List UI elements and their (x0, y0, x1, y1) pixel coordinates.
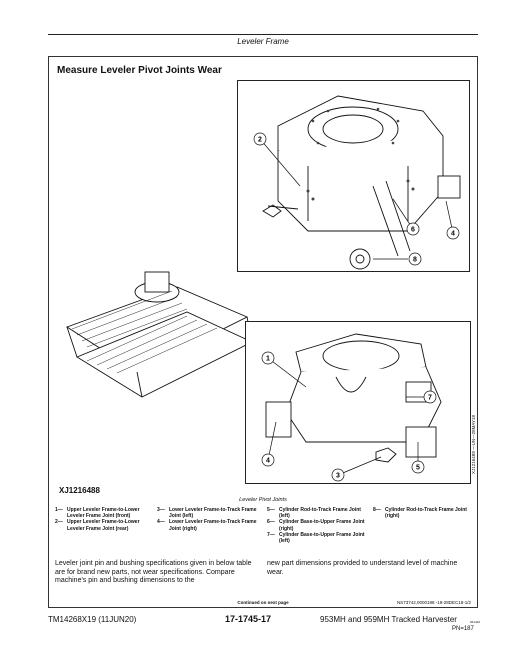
svg-text:1: 1 (266, 356, 270, 363)
legend-column-3: 5—Cylinder Rod-to-Track Frame Joint (lef… (267, 507, 371, 544)
harvester-overview-illustration (65, 271, 254, 398)
callout-2 (253, 132, 267, 146)
inset-bottom-view: 1 4 3 5 7 (245, 321, 471, 484)
legend-column-2: 3—Lower Leveler Frame-to-Track Frame Joi… (157, 507, 265, 532)
section-header-title: Leveler Frame (237, 37, 289, 46)
callout-4b (261, 453, 275, 467)
callout-7 (423, 390, 437, 404)
footer-page-number: PN=187 (452, 626, 474, 632)
legend-item: 7—Cylinder Base-to-Upper Frame Joint (le… (267, 531, 365, 545)
legend-item: 6—Cylinder Base-to-Upper Frame Joint (ri… (267, 519, 365, 532)
callout-6 (406, 222, 420, 236)
svg-text:4: 4 (451, 231, 455, 238)
legend-item: 3—Lower Leveler Frame-to-Track Frame Joi… (157, 507, 257, 520)
leveler-top-illustration: 2 6 4 8 (253, 95, 461, 270)
legend-item: 1—Upper Leveler Frame-to-Lower Leveler F… (55, 507, 140, 520)
body-text-left: Leveler joint pin and bushing specificat… (55, 560, 252, 585)
figure-caption-title: Leveler Pivot Joints (239, 497, 287, 503)
svg-text:2: 2 (258, 137, 262, 144)
callout-1 (261, 351, 275, 365)
callout-8 (408, 252, 422, 266)
svg-text:8: 8 (413, 257, 417, 264)
header-rule (48, 34, 478, 35)
legend-item: 2—Upper Leveler Frame-to-Lower Leveler F… (55, 519, 140, 532)
svg-text:3: 3 (336, 473, 340, 480)
figure-vertical-id: XJ1216488 —UN—28MAY18 (471, 415, 476, 474)
svg-text:4: 4 (266, 458, 270, 465)
footer-doc-id: TM14268X19 (11JUN20) (48, 615, 137, 624)
callout-5 (411, 460, 425, 474)
leveler-bottom-illustration: 1 4 3 5 7 (261, 333, 442, 482)
page-title: Measure Leveler Pivot Joints Wear (57, 65, 222, 76)
legend-item: 8—Cylinder Rod-to-Track Frame Joint (rig… (373, 507, 467, 520)
callout-3 (331, 468, 345, 482)
legend-item: 5—Cylinder Rod-to-Track Frame Joint (lef… (267, 507, 361, 520)
footer-page-ref: 17-1745-17 (225, 614, 272, 624)
footer-product: 953MH and 959MH Tracked Harvester (320, 615, 457, 624)
svg-text:6: 6 (411, 227, 415, 234)
revision-code: NS73742,0000188 -19-28DEC18-1/2 (396, 600, 471, 605)
legend-item: 4—Lower Leveler Frame-to-Track Frame Joi… (157, 519, 257, 532)
inset-top-view: 2 6 4 8 (237, 80, 470, 272)
continued-note: Continued on next page (237, 600, 289, 605)
content-frame: Measure Leveler Pivot Joints Wear (48, 56, 478, 608)
callout-4 (446, 226, 460, 240)
svg-text:5: 5 (416, 465, 420, 472)
figure-id: XJ1216488 (59, 486, 100, 495)
footer-tiny-code: 061420 (470, 620, 481, 624)
legend-column-1: 1—Upper Leveler Frame-to-Lower Leveler F… (55, 507, 155, 532)
body-text-right: new part dimensions provided to understa… (267, 560, 458, 576)
svg-text:7: 7 (428, 395, 432, 402)
legend-column-4: 8—Cylinder Rod-to-Track Frame Joint (rig… (373, 507, 473, 519)
